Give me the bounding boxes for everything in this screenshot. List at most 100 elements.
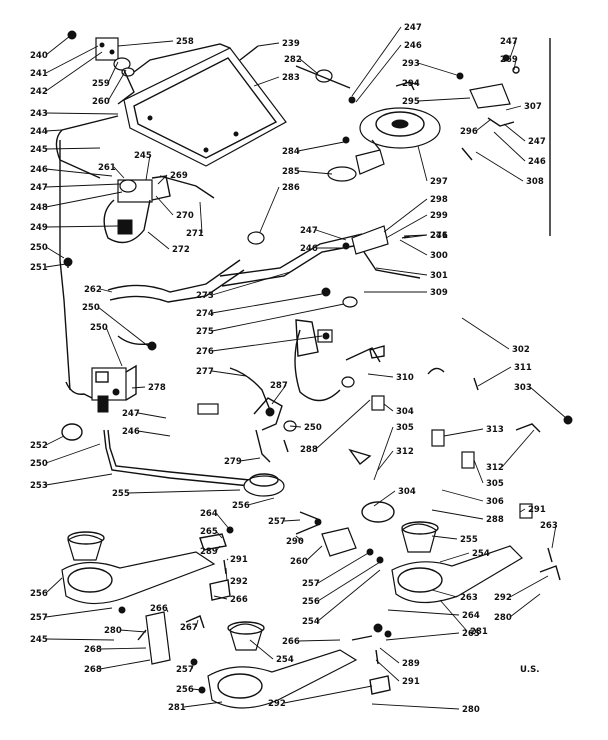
part-label: 245 [30,635,48,645]
fitting-288b [519,503,533,519]
part-label: 292 [230,577,248,587]
leader-line [253,76,280,87]
part-label: 266 [150,604,168,614]
part-label: 266 [282,637,300,647]
part-label: 291 [402,677,420,687]
leader-line [461,317,510,350]
leader-line [199,201,203,234]
part-label: 286 [282,183,300,193]
part-label: 310 [396,373,414,383]
leader-line [513,58,517,71]
part-label: 275 [196,327,214,337]
valve-295 [469,83,511,109]
part-label: 303 [514,383,532,393]
part-label: 264 [462,611,480,621]
part-label: 269 [170,171,188,181]
top-cover-panel [123,43,287,167]
leader-line [45,435,65,446]
leader-line [493,131,526,162]
leader-line [45,443,101,464]
nut-246b [502,54,510,62]
leader-line [317,569,381,622]
part-label: 250 [304,423,322,433]
leader-line [45,35,71,56]
part-label: 273 [196,291,214,301]
part-label: 247 [404,23,422,33]
part-label: 246 [528,157,546,167]
leader-line [271,384,287,405]
gas-tube-left [59,140,71,391]
part-label: 257 [30,613,48,623]
part-label: 280 [462,705,480,715]
pipe-282 [295,65,351,89]
leader-line [99,659,151,670]
leader-line [355,44,402,103]
part-label: 289 [200,547,218,557]
part-label: 295 [402,97,420,107]
pin-310 [473,377,479,391]
part-label: 246 [300,244,318,254]
leader-line [297,141,345,152]
part-label: 258 [176,37,194,47]
part-label: 255 [112,489,130,499]
bracket-296 [487,117,515,127]
washer-247 [512,66,520,74]
part-label: 249 [30,223,48,233]
burner-255-upper [243,473,285,497]
leader-line [283,685,373,704]
tube-253-inner [107,429,251,481]
part-label: 271 [186,229,204,239]
leader-line [475,151,524,182]
leader-line [439,552,470,563]
leader-line [45,607,113,618]
part-label: 247 [500,37,518,47]
leader-line [45,183,121,188]
part-label: 261 [98,163,116,173]
part-label: 250 [30,243,48,253]
part-label: 263 [460,593,478,603]
part-label: 256 [176,685,194,695]
part-label: 312 [396,447,414,457]
leader-line [45,191,123,208]
leader-line [431,509,484,520]
part-label: 244 [30,127,48,137]
leader-line [117,40,174,47]
part-label: 247 [30,183,48,193]
screw-291b [223,559,227,575]
part-label: 242 [30,87,48,97]
part-label: 250 [90,323,108,333]
part-label: 271 [430,231,448,241]
part-label: 254 [472,549,490,559]
part-label: 243 [30,109,48,119]
part-label: 304 [398,487,416,497]
leader-line [225,567,228,582]
part-label: 288 [300,445,318,455]
part-label: 300 [430,251,448,261]
leader-line [45,129,63,132]
part-label: 240 [30,51,48,61]
leader-line [127,489,241,494]
spring-302 [427,367,445,375]
gasket-252 [61,423,83,441]
part-label: 257 [268,517,286,527]
part-label: 267 [180,623,198,633]
leader-line [213,595,228,600]
part-label: 284 [282,147,300,157]
leader-line [385,632,460,641]
part-label: 283 [282,73,300,83]
part-label: 285 [282,167,300,177]
leader-line [155,195,174,216]
top-left-bracket [67,30,135,105]
part-label: 280 [494,613,512,623]
part-label: 259 [92,79,110,89]
bracket-292c [539,565,561,581]
leader-line [431,589,458,598]
part-label: 256 [30,589,48,599]
gas-valve-278 [91,364,137,413]
part-label: 246 [30,165,48,175]
part-label: 276 [196,347,214,357]
part-label: 272 [172,245,190,255]
leader-line [113,166,125,179]
part-label: 257 [176,665,194,675]
